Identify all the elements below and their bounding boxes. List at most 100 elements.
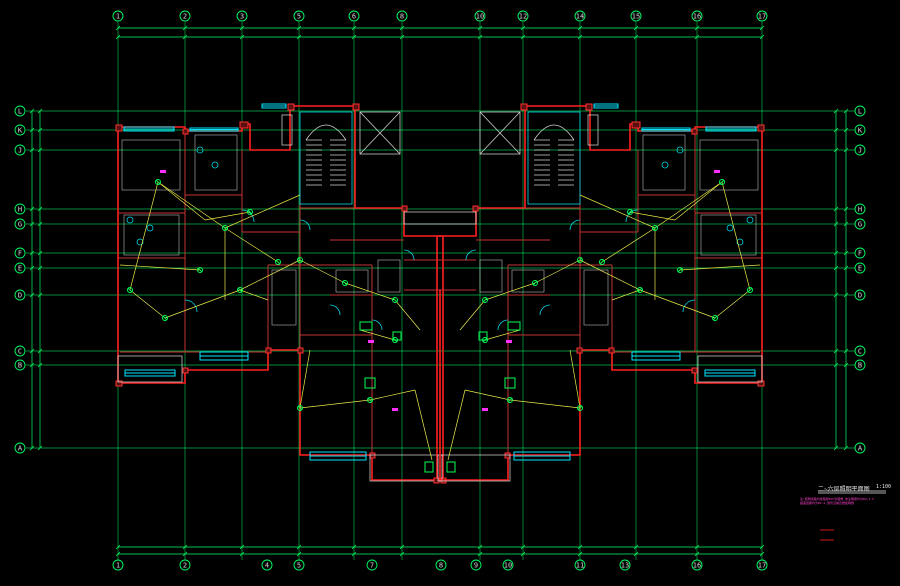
light-fixture-cross (297, 257, 303, 263)
distribution-box (446, 461, 456, 473)
structural-column (631, 121, 641, 129)
dimension-tick (833, 147, 839, 153)
wire-run (569, 349, 581, 409)
wire-run (484, 329, 521, 341)
dimension-tick (633, 544, 639, 550)
stair-core (299, 111, 353, 205)
elevator-cross (479, 111, 521, 155)
axis-label-right: E (858, 265, 862, 273)
axis-bubble-top (574, 10, 586, 22)
axis-label-right: K (858, 127, 863, 135)
dimension-tick (520, 34, 526, 40)
distribution-box (359, 321, 373, 331)
dimension-tick (399, 25, 405, 31)
wire-run (579, 259, 641, 291)
light-fixture-cross (237, 287, 243, 293)
circuit-tag (368, 340, 374, 343)
dimension-tick (37, 127, 43, 133)
lighting-wiring-mirror (447, 181, 761, 461)
drawing-title: 二~六层照明平面图 (818, 486, 870, 493)
axis-label-left: B (18, 362, 22, 370)
axis-bubble-right (854, 203, 866, 215)
axis-bubble-bottom (435, 559, 447, 571)
electrical-devices-mirror (446, 170, 753, 473)
dimension-tick (833, 250, 839, 256)
dimension-tick (37, 292, 43, 298)
axis-label-top: 12 (519, 13, 527, 21)
stair-core (527, 111, 581, 205)
axis-bubble-left (14, 144, 26, 156)
axis-bubble-top (236, 10, 248, 22)
axis-bubble-bottom (619, 559, 631, 571)
axis-label-right: D (858, 292, 862, 300)
dimension-tick (115, 25, 121, 31)
balcony (117, 355, 183, 383)
room-fixture-zone (121, 139, 181, 191)
wire-run (459, 299, 486, 331)
light-fixture (747, 287, 753, 293)
sanitary-fixture (196, 146, 204, 154)
axis-label-top: 14 (576, 13, 584, 21)
axis-label-bottom: 5 (297, 562, 301, 570)
light-fixture-cross (155, 179, 161, 185)
axis-bubble-top (112, 10, 124, 22)
dimension-tick (759, 544, 765, 550)
light-fixture (577, 405, 583, 411)
dimension-tick (694, 25, 700, 31)
exterior-wall (117, 105, 444, 481)
wire-run (119, 264, 201, 271)
dimension-tick (37, 348, 43, 354)
dimension-tick (843, 221, 849, 227)
light-fixture-cross (677, 267, 683, 273)
light-fixture-cross (532, 280, 538, 286)
light-fixture (719, 179, 725, 185)
wire-run (654, 181, 723, 229)
axis-label-bottom: 11 (576, 562, 584, 570)
note-line-1: 注:照明线路均穿阻燃PVC管暗敷,未注明者均为BV-2.5 (800, 497, 874, 501)
axis-label-top: 15 (632, 13, 640, 21)
drawing-notes: 注:照明线路均穿阻燃PVC管暗敷,未注明者均为BV-2.5 插座回路均为BV-4… (800, 497, 892, 505)
wire-run (224, 194, 301, 229)
dimension-tick (843, 265, 849, 271)
axis-label-bottom: 4 (265, 562, 269, 570)
light-fixture-cross (342, 280, 348, 286)
wire-run (359, 329, 396, 341)
sanitary-fixture (736, 238, 744, 246)
dimension-tick (477, 551, 483, 557)
sanitary-fixture (136, 238, 144, 246)
dimension-tick (577, 551, 583, 557)
light-fixture (162, 315, 168, 321)
light-fixture-cross (162, 315, 168, 321)
dimension-tick (843, 445, 849, 451)
axis-bubble-left (14, 442, 26, 454)
light-fixture-cross (482, 297, 488, 303)
dimension-tick (843, 127, 849, 133)
structural-column (265, 347, 272, 354)
axis-bubble-left (14, 345, 26, 357)
dimension-tick (296, 544, 302, 550)
dimension-tick (296, 551, 302, 557)
structural-column (520, 103, 528, 111)
note-line-2: 插座回路均为BV-4,穿管沿墙及楼板暗敷 (800, 501, 855, 505)
dimension-tick (351, 34, 357, 40)
axis-label-top: 6 (352, 13, 356, 21)
axis-bubble-top (474, 10, 486, 22)
axis-label-bottom: 1 (116, 562, 120, 570)
light-fixture-cross (712, 315, 718, 321)
light-fixture-cross (747, 287, 753, 293)
door-swing (241, 209, 255, 223)
axis-label-left: A (18, 445, 23, 453)
electrical-devices (127, 170, 886, 541)
axis-bubble-left (14, 124, 26, 136)
wire-run (629, 211, 676, 221)
axis-bubble-right (854, 359, 866, 371)
axis-label-left: D (18, 292, 22, 300)
light-fixture (532, 280, 538, 286)
dimension-tick (239, 544, 245, 550)
dimension-tick (29, 221, 35, 227)
door-swing (184, 299, 198, 313)
axis-bubble-top (396, 10, 408, 22)
axis-bubble-bottom (470, 559, 482, 571)
axis-bubble-left (14, 203, 26, 215)
